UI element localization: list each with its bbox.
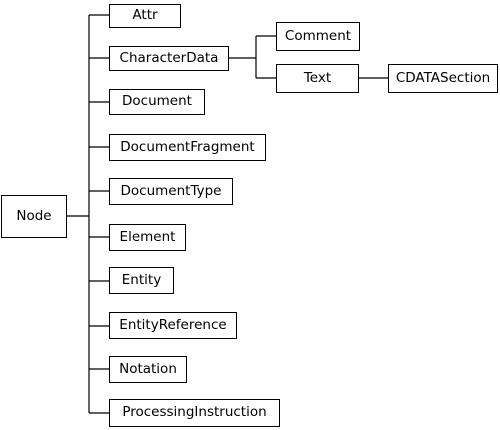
node-box-element: Element	[109, 224, 186, 251]
node-box-entity: Entity	[109, 267, 174, 294]
node-box-comment: Comment	[276, 22, 360, 51]
node-box-processinginstruction: ProcessingInstruction	[109, 399, 280, 427]
node-box-entityreference: EntityReference	[109, 312, 237, 339]
node-box-text: Text	[276, 64, 359, 93]
node-box-notation: Notation	[109, 356, 187, 383]
node-box-characterdata: CharacterData	[109, 46, 229, 71]
node-box-documentfragment: DocumentFragment	[109, 134, 266, 161]
node-box-documenttype: DocumentType	[109, 178, 233, 205]
node-box-attr: Attr	[109, 4, 181, 28]
node-box-cdatasection: CDATASection	[388, 64, 498, 93]
node-box-document: Document	[109, 89, 205, 115]
node-box-node: Node	[1, 195, 67, 238]
